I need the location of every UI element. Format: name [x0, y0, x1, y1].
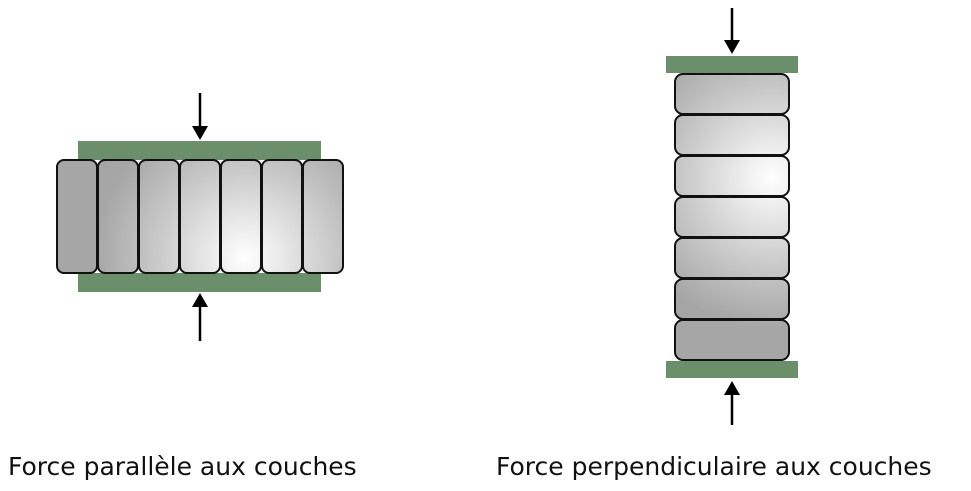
caption-parallel: Force parallèle aux couches [8, 452, 357, 481]
layer [97, 159, 139, 274]
layer [138, 159, 180, 274]
layer [261, 159, 303, 274]
layer [674, 114, 790, 156]
bottom-plate [78, 273, 321, 292]
layer [674, 319, 790, 361]
layer [302, 159, 344, 274]
layer [179, 159, 221, 274]
layer-stack [674, 73, 790, 361]
top-plate [78, 141, 321, 160]
bottom-plate [666, 361, 798, 378]
arrow-down-icon [724, 8, 740, 54]
arrow-up-icon [192, 293, 208, 341]
arrow-up-icon [724, 381, 740, 425]
perpendicular-diagram [666, 8, 798, 425]
layer [674, 237, 790, 279]
layer [674, 196, 790, 238]
layer-stack [56, 159, 344, 274]
parallel-diagram [56, 93, 344, 341]
layer [56, 159, 98, 274]
top-plate [666, 56, 798, 73]
layer [674, 278, 790, 320]
layer [674, 155, 790, 197]
layer [220, 159, 262, 274]
caption-perpendicular: Force perpendiculaire aux couches [496, 452, 932, 481]
layer [674, 73, 790, 115]
arrow-down-icon [192, 93, 208, 140]
